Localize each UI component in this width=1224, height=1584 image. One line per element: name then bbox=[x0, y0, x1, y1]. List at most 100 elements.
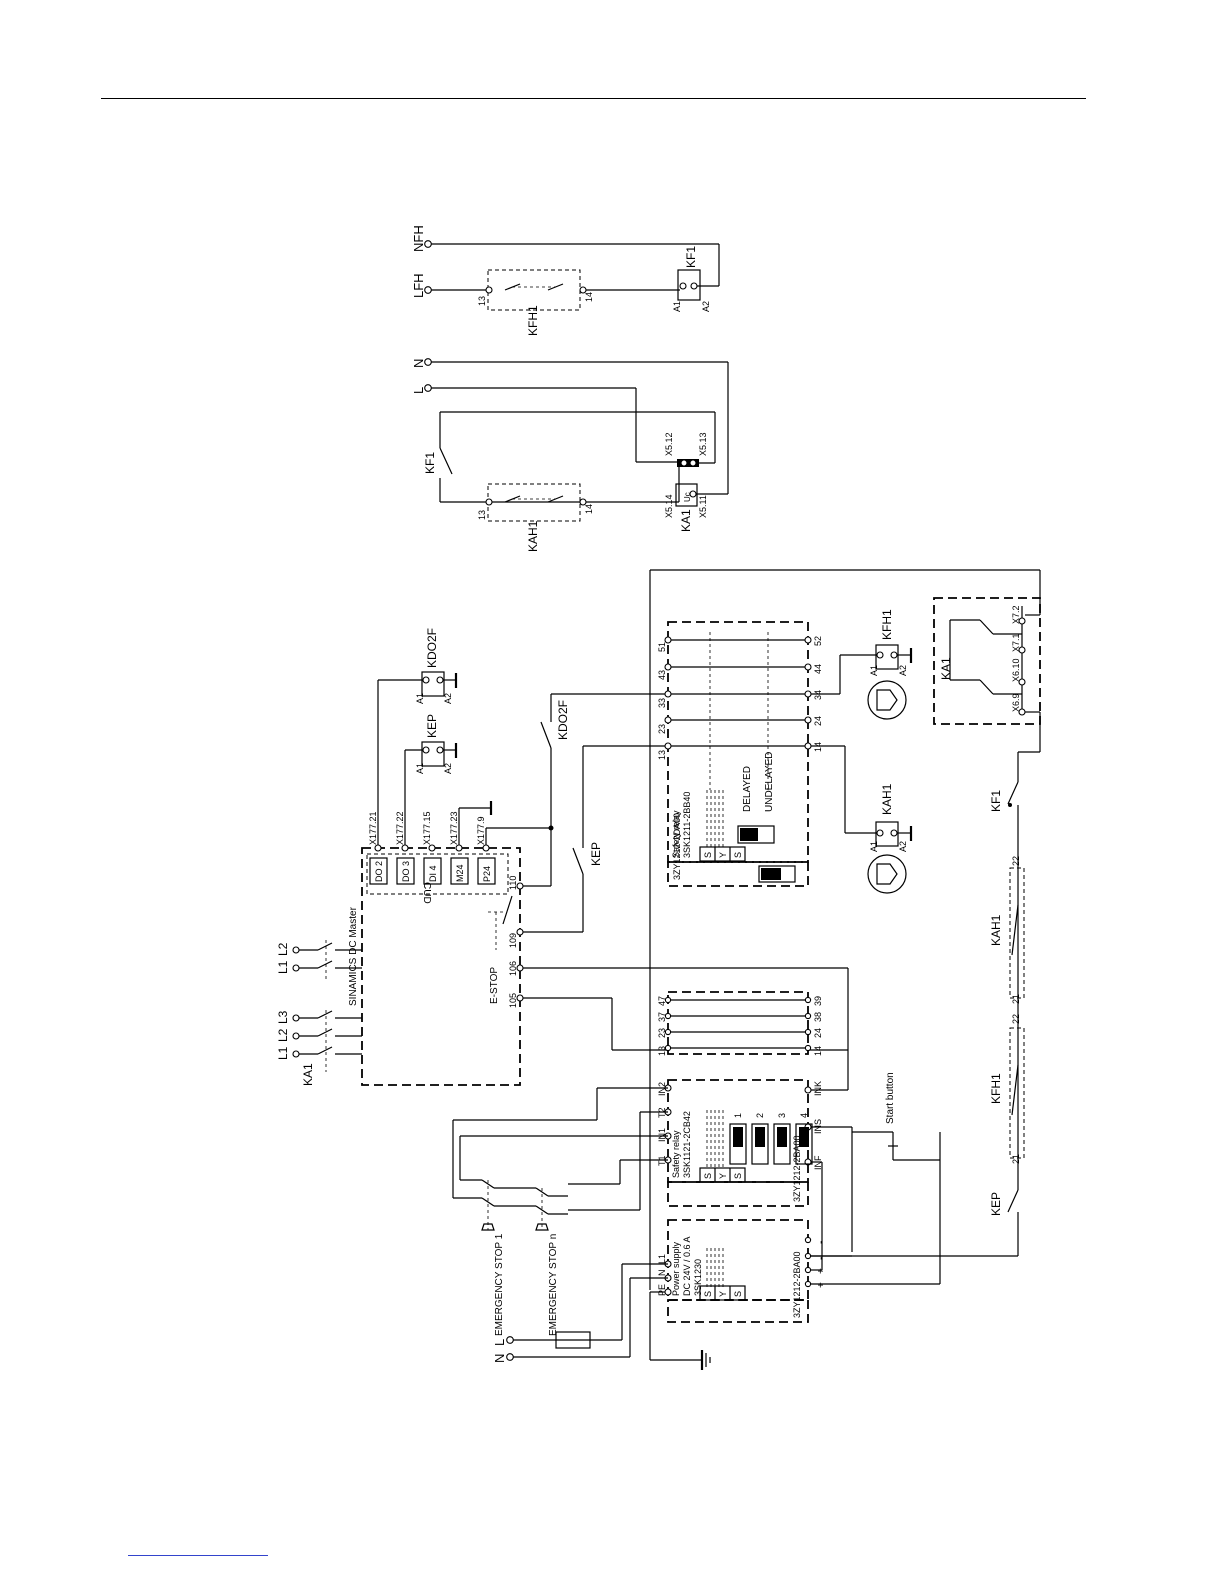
label-delayed-s2: S bbox=[733, 852, 743, 858]
label-105: 105 bbox=[508, 993, 518, 1008]
label-estop: E-STOP bbox=[489, 967, 500, 1004]
label-cb-37: 37 bbox=[657, 1012, 667, 1022]
label-cb-39: 39 bbox=[813, 996, 823, 1006]
label-a1: A1 bbox=[672, 301, 682, 312]
label-do3: DO 3 bbox=[401, 861, 411, 882]
label-delayed-51: 51 bbox=[657, 642, 667, 652]
label-cb-24: 24 bbox=[813, 1028, 823, 1038]
footer-rule bbox=[128, 1555, 268, 1556]
label-estop-1: EMERGENCY STOP 1 bbox=[494, 1233, 505, 1336]
label-p24: P24 bbox=[482, 866, 492, 882]
label-kep-a1: A1 bbox=[415, 763, 425, 774]
label-do2: DO 2 bbox=[374, 861, 384, 882]
cud-box bbox=[366, 853, 509, 895]
terminal-l bbox=[424, 384, 432, 392]
label-safety-s2: S bbox=[733, 1173, 743, 1179]
drive-box bbox=[361, 847, 521, 1086]
label-ps-y: Y bbox=[718, 1291, 728, 1297]
label-kfh1-a2: A2 bbox=[898, 665, 908, 676]
label-kep-contact: KEP bbox=[589, 842, 603, 866]
label-fan-l1: L1 bbox=[276, 960, 290, 974]
label-109: 109 bbox=[508, 933, 518, 948]
power-supply-base bbox=[667, 1299, 809, 1323]
outer-loop: KF1 22 21 KAH1 22 21 KFH1 KEP bbox=[649, 569, 1041, 1290]
kf1-coil bbox=[677, 269, 701, 301]
label-safety-y: Y bbox=[718, 1173, 728, 1179]
label-kah1-a1: A1 bbox=[869, 841, 879, 852]
label-switch-2: 2 bbox=[755, 1113, 765, 1118]
label-kfh1: KFH1 bbox=[526, 305, 540, 336]
delayed-relay-base bbox=[667, 861, 809, 887]
estop-n-button-icon[interactable] bbox=[535, 1223, 549, 1231]
top-circuit-fan: NFH LFH 13 14 KFH1 KF1 A1 A2 bbox=[411, 225, 720, 336]
label-kep-coil: KEP bbox=[425, 714, 439, 738]
horn-icon bbox=[867, 854, 907, 894]
label-x177-23: X177.23 bbox=[449, 811, 459, 845]
label-in2: IN2 bbox=[657, 1082, 667, 1096]
label-kfh1-coil: KFH1 bbox=[880, 609, 894, 640]
label-ka1-block: KA1 bbox=[939, 657, 953, 680]
emergency-stop-wiring: EMERGENCY STOP 1 EMERGENCY STOP n bbox=[452, 1087, 668, 1336]
label-cb-13: 13 bbox=[657, 1046, 667, 1056]
label-cud: CUD bbox=[421, 882, 432, 904]
label-106: 106 bbox=[508, 961, 518, 976]
label-n: N bbox=[411, 359, 426, 368]
label-delayed-title: Safety relay bbox=[671, 810, 681, 858]
header-rule bbox=[101, 98, 1086, 99]
label-start-button: Start button bbox=[885, 1072, 896, 1124]
label-3sk1211: 3SK1211-2BB40 bbox=[682, 792, 692, 858]
label-x6-10: X6.10 bbox=[1011, 658, 1021, 682]
label-x7-1: X7.1 bbox=[1011, 633, 1021, 652]
label-3zy1212-2ba00-b: 3ZY1212-2BA00 bbox=[792, 1251, 802, 1318]
label-m24: M24 bbox=[455, 864, 465, 882]
label-x177-9: X177.9 bbox=[476, 816, 486, 845]
label-3sk1121: 3SK1121-2CB42 bbox=[682, 1111, 692, 1178]
label-ps-s1: S bbox=[703, 1291, 713, 1297]
label-kf1: KF1 bbox=[423, 452, 437, 474]
top-circuit-contactor: N L KF1 13 14 KAH1 KA1 X5.14 X5.12 X5.13… bbox=[411, 358, 729, 552]
label-t2: T2 bbox=[657, 1107, 667, 1118]
label-kfh1-22: 22 bbox=[1011, 1014, 1021, 1024]
label-kfh1-chain: KFH1 bbox=[989, 1073, 1003, 1104]
kfh1-chain-box bbox=[1009, 1027, 1025, 1159]
label-cb-14: 14 bbox=[813, 1046, 823, 1056]
label-kfh1-14: 14 bbox=[584, 292, 594, 302]
label-delayed-13: 13 bbox=[657, 750, 667, 760]
label-3sk1230: 3SK1230 bbox=[693, 1259, 703, 1296]
label-ps-n: N bbox=[657, 1270, 667, 1277]
coil-kah1: KAH1 A1 A2 bbox=[867, 783, 913, 894]
label-l: L bbox=[411, 387, 426, 394]
label-mains-n: N bbox=[492, 1354, 507, 1363]
label-ps-out-plus-2: + bbox=[816, 1282, 827, 1288]
label-mains-l: L bbox=[492, 1339, 507, 1346]
label-x5-11: X5.11 bbox=[698, 495, 708, 518]
label-ps-pe: PE bbox=[657, 1284, 667, 1296]
ka1-uc-box bbox=[675, 483, 698, 507]
label-nfh: NFH bbox=[411, 225, 426, 252]
estop-1-button-icon[interactable] bbox=[481, 1223, 495, 1231]
kah1-chain-box bbox=[1009, 867, 1025, 999]
label-kep-a2: A2 bbox=[443, 763, 453, 774]
label-kdo2f-coil: KDO2F bbox=[425, 628, 439, 668]
safety-relay-delayed: 3ZY1212-2DA00 Safety relay 3SK1211-2BB40… bbox=[657, 621, 878, 887]
label-sinamics: SINAMICS DC Master bbox=[348, 906, 359, 1006]
label-switch-3: 3 bbox=[777, 1113, 787, 1118]
label-110: 110 bbox=[508, 876, 518, 890]
label-x177-22: X177.22 bbox=[395, 811, 405, 845]
coil-kfh1: KFH1 A1 A2 bbox=[867, 609, 913, 720]
label-x177-21: X177.21 bbox=[368, 811, 378, 845]
label-kah1-13: 13 bbox=[477, 510, 487, 520]
label-kfh1-21: 21 bbox=[1011, 1154, 1021, 1164]
kf1-contact bbox=[439, 447, 453, 475]
terminal-n bbox=[424, 358, 432, 366]
label-ps-title: Power supply bbox=[671, 1241, 681, 1296]
contact-block-box bbox=[667, 991, 809, 1055]
label-delayed-34: 34 bbox=[813, 690, 823, 700]
label-safety-s1: S bbox=[703, 1173, 713, 1179]
label-delayed-14: 14 bbox=[813, 742, 823, 752]
label-ka1-top: KA1 bbox=[679, 509, 693, 532]
kfh1-relay-box bbox=[487, 269, 581, 311]
label-cb-47: 47 bbox=[657, 996, 667, 1006]
label-l1: L1 bbox=[276, 1046, 290, 1060]
